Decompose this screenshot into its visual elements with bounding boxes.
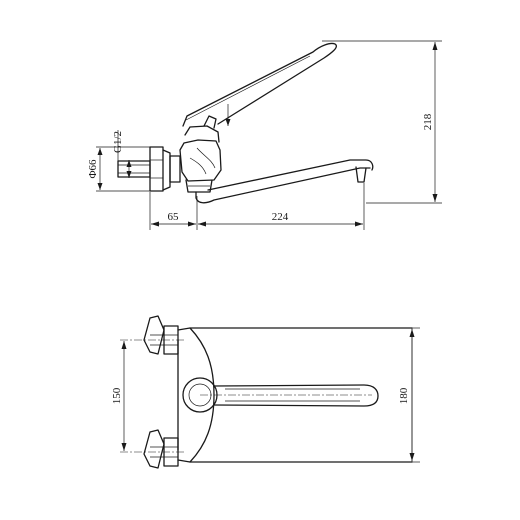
lower-flange	[143, 429, 179, 469]
wall-flange	[149, 146, 181, 192]
inlet-spacing-label: 150	[111, 387, 123, 404]
spout	[195, 159, 374, 204]
flange-diameter-label: Φ66	[87, 159, 99, 179]
top-view: 150 180	[111, 315, 420, 469]
wall-offset-dimension: 65	[149, 192, 196, 230]
wall-offset-label: 65	[168, 211, 180, 223]
top-lever	[182, 377, 379, 413]
height-dimension: 218	[322, 40, 442, 204]
spout-length-label: 224	[272, 211, 289, 223]
lever-handle	[182, 42, 337, 129]
total-width-dimension: 180	[398, 327, 420, 463]
flange-diameter-dimension: Φ66	[87, 146, 150, 192]
upper-flange	[143, 315, 179, 355]
inlet-spacing-dimension: 150	[111, 341, 127, 451]
thread-label: G1/2	[112, 131, 124, 153]
inlet-pipe	[117, 160, 151, 178]
mixer-body	[179, 125, 222, 193]
spout-length-dimension: 224	[196, 183, 365, 230]
total-width-label: 180	[398, 387, 410, 404]
side-view: 224 65 218	[87, 40, 442, 230]
lever-tip-marker	[225, 104, 231, 126]
thread-dimension: G1/2	[112, 130, 132, 178]
height-label: 218	[422, 113, 434, 130]
